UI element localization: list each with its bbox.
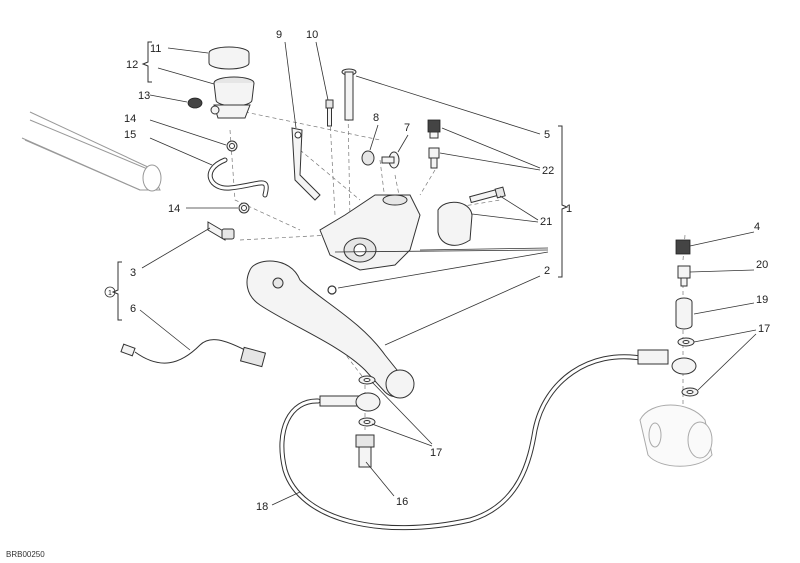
callout-3: 3	[130, 267, 136, 279]
reservoir-hose	[207, 157, 269, 198]
assembly-symbol: 1	[104, 286, 116, 298]
reservoir-body	[210, 76, 255, 119]
hose-clamp-top	[226, 140, 238, 152]
reservoir-cap	[208, 46, 250, 70]
hose-banjo-right	[671, 357, 697, 375]
rubber-cap	[675, 297, 693, 330]
callout-11: 11	[150, 43, 161, 55]
bleed-valve	[427, 119, 441, 169]
callout-20: 20	[756, 259, 768, 271]
diagram-code: BRB00250	[6, 550, 45, 559]
callout-21: 21	[540, 216, 552, 228]
callout-10: 10	[306, 29, 318, 41]
bleeder-screw	[677, 265, 691, 287]
callout-2: 2	[544, 265, 550, 277]
callout-4: 4	[754, 221, 760, 233]
callout-14: 14	[124, 113, 136, 125]
clamp-screw	[469, 186, 506, 204]
hose-clamp-bottom	[238, 202, 250, 214]
callout-13: 13	[138, 90, 150, 102]
callout-7: 7	[404, 122, 410, 134]
callout-6: 6	[130, 303, 136, 315]
callout-16: 16	[396, 496, 408, 508]
clutch-lever	[246, 260, 415, 399]
callout-15: 15	[124, 129, 136, 141]
callout-17-left: 17	[430, 447, 442, 459]
circlip	[327, 285, 337, 295]
callout-17-right: 17	[758, 323, 770, 335]
callout-1: 1	[566, 203, 572, 215]
banjo-bolt-16	[355, 434, 375, 468]
handlebar-clamp	[437, 201, 473, 246]
screw-10	[325, 99, 334, 127]
callout-8: 8	[373, 112, 379, 124]
lever-switch	[120, 339, 267, 368]
callout-12: 12	[126, 59, 138, 71]
callout-18: 18	[256, 501, 268, 513]
plug	[187, 97, 203, 109]
screw-7	[381, 151, 400, 169]
callout-14b: 14	[168, 203, 180, 215]
callout-22: 22	[542, 165, 554, 177]
mounting-bracket	[291, 127, 321, 201]
clutch-hose	[279, 349, 669, 531]
handlebar-tube	[21, 111, 162, 192]
callout-19: 19	[756, 294, 768, 306]
slave-cylinder	[639, 404, 713, 467]
assembly-symbol-text: 1	[108, 290, 112, 297]
dust-cap	[675, 239, 691, 255]
hose-banjo-left	[319, 392, 381, 412]
callout-labels: 11 12 13 14 15 14 3 6 9 10 8 7 5 22 1 21…	[124, 29, 770, 513]
master-cylinder-body	[319, 194, 421, 271]
group-brackets	[111, 41, 569, 321]
washer-set-left	[358, 375, 376, 427]
hose-fitting	[207, 221, 235, 241]
callout-5: 5	[544, 129, 550, 141]
leader-lines	[139, 41, 757, 506]
nut	[361, 150, 375, 166]
callout-9: 9	[276, 29, 282, 41]
pivot-pin	[341, 68, 357, 121]
